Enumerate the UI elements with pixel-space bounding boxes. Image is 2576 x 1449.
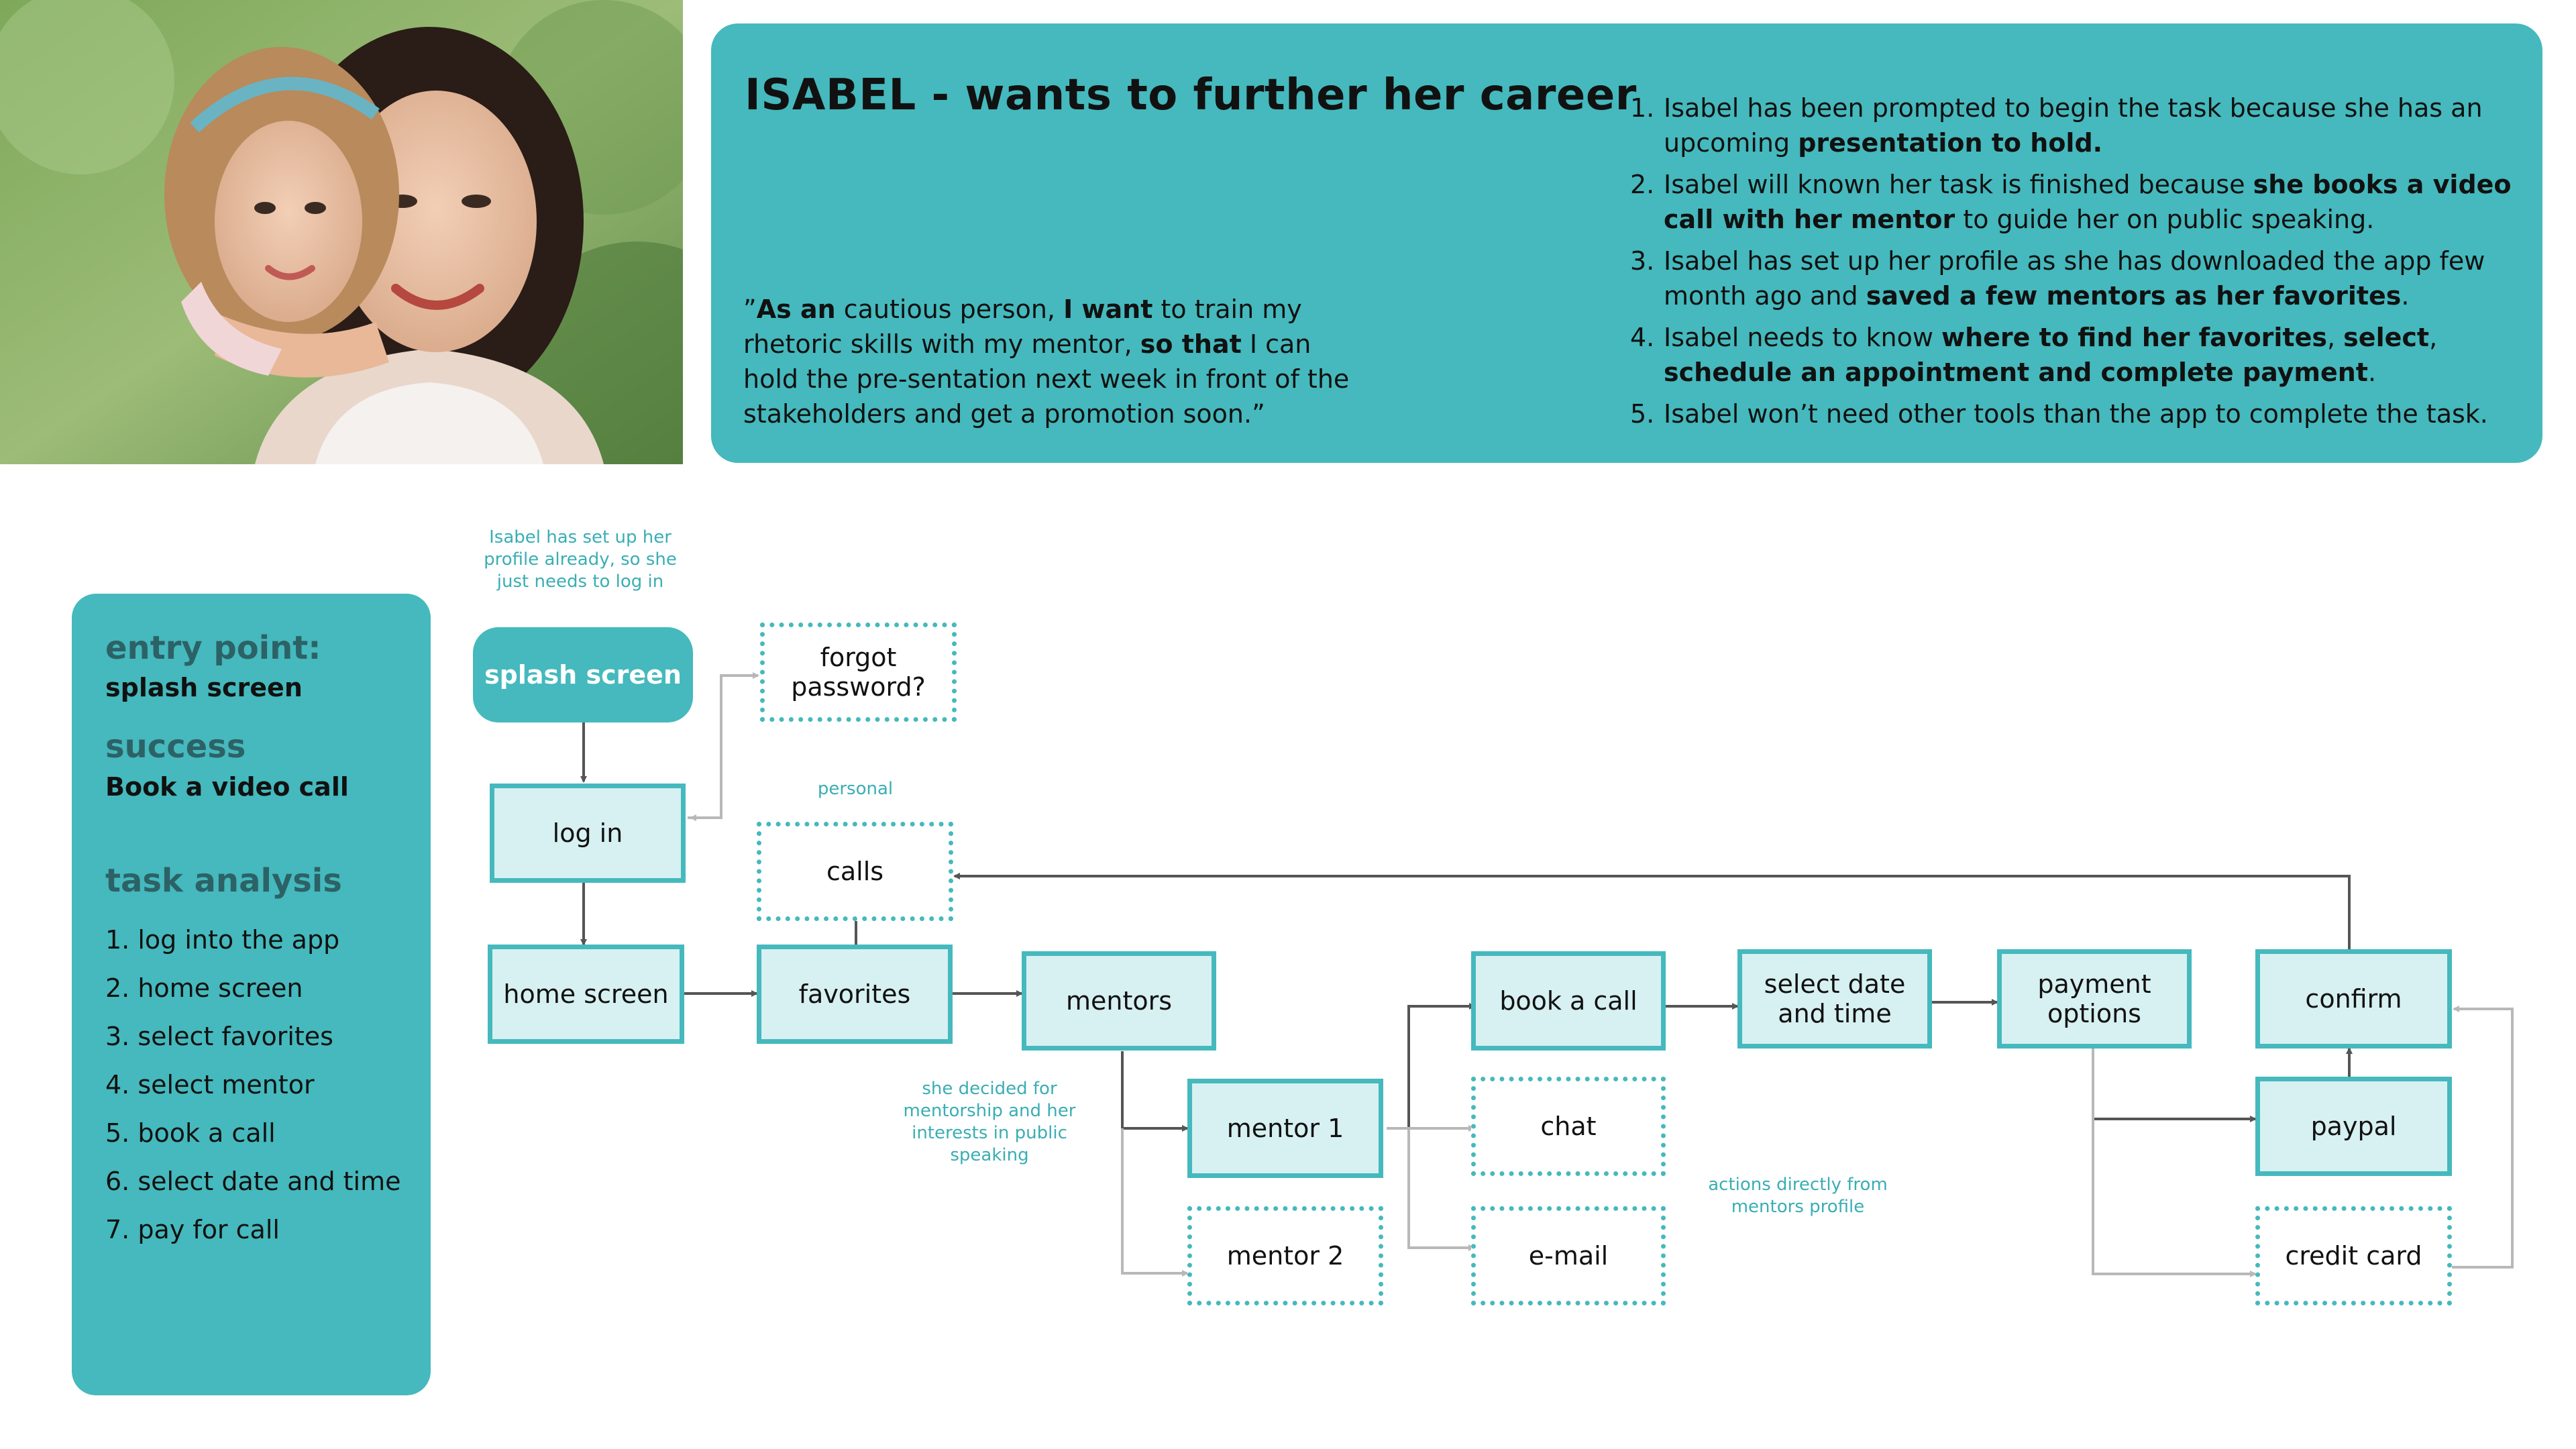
scenario-step: 5.Isabel won’t need other tools than the… [1630,399,2488,429]
node-splash-screen: splash screen [473,627,693,722]
scenario-steps-list: 1.Isabel has been prompted to begin the … [1630,91,2522,438]
task-analysis-list: 1. log into the app 2. home screen 3. sele… [105,916,401,1254]
node-paypal: paypal [2255,1077,2452,1176]
node-mentor-1: mentor 1 [1187,1079,1383,1178]
node-mentors: mentors [1022,951,1216,1051]
persona-title: ISABEL - wants to further her career [745,70,1637,120]
note-mentorship-decision: she decided for mentorship and her inter… [903,1079,1076,1165]
node-credit-card: credit card [2255,1206,2452,1305]
node-chat: chat [1471,1077,1666,1176]
scenario-step: 1.Isabel has been prompted to begin the … [1630,93,2483,158]
persona-photo [0,0,683,464]
node-e-mail: e-mail [1471,1206,1666,1305]
task-item: 5. book a call [105,1118,276,1148]
scenario-step: 3.Isabel has set up her profile as she h… [1630,246,2485,311]
wire-confirm-calls [953,873,2351,951]
wire-mentor1-email [1407,1128,1475,1251]
wire-mentors-mentor2 [1121,1128,1189,1277]
node-favorites: favorites [757,945,953,1044]
wire-login-forgot [688,672,759,819]
scenario-step: 4.Isabel needs to know where to find her… [1630,323,2438,387]
note-profile-setup: Isabel has set up her profile already, s… [484,527,677,592]
success-value: Book a video call [105,772,349,802]
persona-header-card: ISABEL - wants to further her career ”As… [711,23,2542,463]
wire-mentors-mentor1 [1121,1051,1189,1132]
node-book-a-call: book a call [1471,951,1666,1051]
node-log-in: log in [490,784,686,883]
persona-quote: ”As an cautious person, I want to train … [743,294,1350,429]
task-item: 1. log into the app [105,925,340,955]
node-forgot-password: forgot password? [760,623,957,722]
task-item: 7. pay for call [105,1215,280,1244]
task-item: 3. select favorites [105,1022,333,1051]
task-item: 6. select date and time [105,1167,401,1196]
entry-point-value: splash screen [105,673,303,702]
task-item: 2. home screen [105,973,303,1003]
node-home-screen: home screen [488,945,684,1044]
node-select-date-and-time: select date and time [1737,949,1932,1049]
success-heading: success [105,728,246,765]
task-item: 4. select mentor [105,1070,315,1099]
scenario-step: 2.Isabel will known her task is finished… [1630,170,2512,234]
wire-credit-confirm [2452,1006,2514,1269]
note-actions-from-profile: actions directly from mentors profile [1708,1175,1888,1217]
wire-payment-credit [2092,1046,2257,1277]
wire-mentor1-book [1387,1003,1476,1130]
node-payment-options: payment options [1997,949,2192,1049]
node-calls: calls [757,822,953,921]
note-personal: personal [817,779,894,799]
node-confirm: confirm [2255,949,2452,1049]
task-summary-card: entry point: splash screen success Book … [72,594,431,1395]
entry-point-heading: entry point: [105,629,321,667]
wire-payment-paypal [2092,1046,2257,1122]
task-analysis-heading: task analysis [105,862,342,900]
node-mentor-2: mentor 2 [1187,1206,1383,1305]
